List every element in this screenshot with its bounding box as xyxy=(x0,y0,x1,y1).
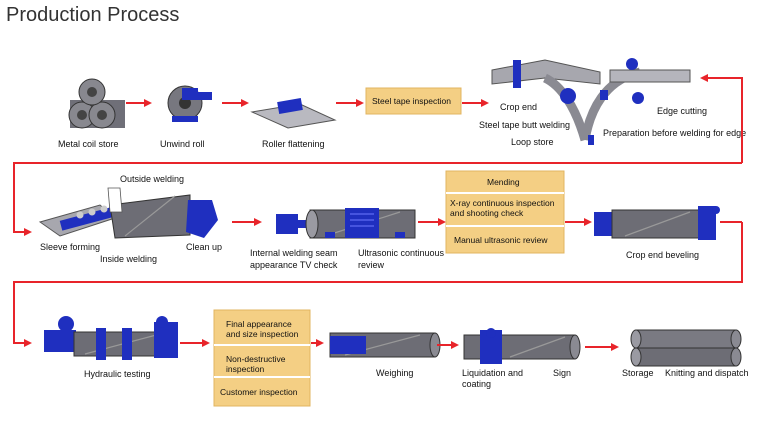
step-crop-end: Crop end xyxy=(500,102,537,112)
crop-end-beveling-machine-icon xyxy=(594,206,720,240)
step-final-appearance-line2: and size inspection xyxy=(226,329,299,339)
step-customer-inspection: Customer inspection xyxy=(220,387,298,397)
step-non-destructive-line1: Non-destructive xyxy=(226,354,286,364)
step-weighing: Weighing xyxy=(376,368,413,378)
step-edge-cutting: Edge cutting xyxy=(657,106,707,116)
step-liquidation-line1: Liquidation and xyxy=(462,368,523,378)
step-sleeve-forming: Sleeve forming xyxy=(40,242,100,252)
panel-final-inspection xyxy=(213,309,311,407)
step-inside-welding: Inside welding xyxy=(100,254,157,264)
storage-pipes-icon xyxy=(630,329,742,367)
step-preparation-before-welding: Preparation before welding for edge xyxy=(603,128,746,138)
step-knitting-dispatch: Knitting and dispatch xyxy=(665,368,749,378)
step-metal-coil-store: Metal coil store xyxy=(58,139,119,149)
step-internal-welding-seam-line1: Internal welding seam xyxy=(250,248,338,258)
flow-arrow xyxy=(13,162,742,236)
unwind-roll-icon xyxy=(167,85,212,122)
step-unwind-roll: Unwind roll xyxy=(160,139,205,149)
coating-pipe-icon xyxy=(463,328,581,364)
step-mending: Mending xyxy=(487,177,520,187)
roller-flattening-icon xyxy=(250,98,337,129)
loop-store-machine-icon xyxy=(491,58,691,145)
internal-inspection-machine-icon xyxy=(276,208,416,239)
step-steel-tape-butt-welding: Steel tape butt welding xyxy=(479,120,570,130)
step-roller-flattening: Roller flattening xyxy=(262,139,325,149)
flow-arrow xyxy=(13,222,743,347)
step-ultrasonic-continuous-line2: review xyxy=(358,260,385,270)
sleeve-forming-machine-icon xyxy=(38,187,218,239)
step-hydraulic-testing: Hydraulic testing xyxy=(84,369,151,379)
flow-arrow xyxy=(700,74,743,163)
page-title: Production Process xyxy=(6,4,180,26)
step-manual-ultrasonic: Manual ultrasonic review xyxy=(454,235,548,245)
weighing-pipe-icon xyxy=(329,332,441,358)
step-crop-end-beveling: Crop end beveling xyxy=(626,250,699,260)
step-liquidation-line2: coating xyxy=(462,379,491,389)
step-sign: Sign xyxy=(553,368,571,378)
step-internal-welding-seam-line2: appearance TV check xyxy=(250,260,338,270)
step-storage: Storage xyxy=(622,368,654,378)
step-xray-line2: and shooting check xyxy=(450,208,524,218)
panel-steel-tape-inspection xyxy=(365,87,462,115)
metal-coil-icon xyxy=(68,78,125,129)
step-final-appearance-line1: Final appearance xyxy=(226,319,292,329)
step-steel-tape-inspection: Steel tape inspection xyxy=(372,96,451,106)
step-clean-up: Clean up xyxy=(186,242,222,252)
step-non-destructive-line2: inspection xyxy=(226,364,265,374)
hydraulic-testing-machine-icon xyxy=(44,316,178,360)
step-outside-welding: Outside welding xyxy=(120,174,184,184)
step-ultrasonic-continuous-line1: Ultrasonic continuous xyxy=(358,248,445,258)
panel-repair-inspection xyxy=(445,170,565,254)
step-loop-store: Loop store xyxy=(511,137,554,147)
step-xray-line1: X-ray continuous inspection xyxy=(450,198,555,208)
